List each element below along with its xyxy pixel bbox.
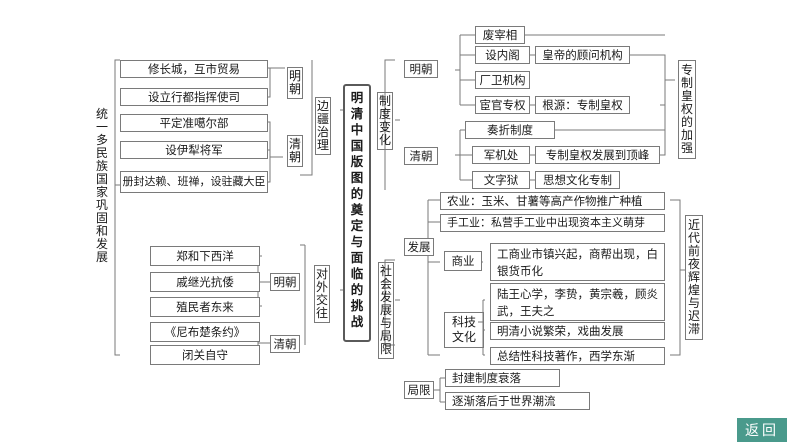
ming-item-5: 宦官专权 bbox=[475, 96, 530, 114]
limit-item-1: 封建制度衰落 bbox=[445, 369, 560, 387]
item-text: 逐渐落后于世界潮流 bbox=[452, 394, 556, 408]
back-button[interactable]: 返回 bbox=[737, 418, 787, 442]
right-system-ming-label: 明朝 bbox=[404, 60, 438, 78]
item-text: 商业 bbox=[451, 254, 475, 268]
commerce-label: 商业 bbox=[444, 251, 482, 271]
item-text: 郑和下西洋 bbox=[176, 249, 234, 263]
item-text: 闭关自守 bbox=[182, 348, 228, 362]
item-text: 清朝 bbox=[409, 149, 433, 163]
item-text: 封建制度衰落 bbox=[452, 371, 521, 385]
item-text: 设立行都指挥使司 bbox=[148, 90, 240, 104]
item-text: 思想文化专制 bbox=[543, 173, 612, 187]
left-border-ming-label: 明 朝 bbox=[287, 67, 303, 99]
left-ming-border-item-2: 设立行都指挥使司 bbox=[120, 88, 268, 106]
item-text: 总结性科技著作，西学东渐 bbox=[497, 349, 635, 363]
scitech-label: 科技 文化 bbox=[444, 312, 484, 348]
item-text: 明朝 bbox=[273, 275, 297, 289]
item-text: 《尼布楚条约》 bbox=[164, 325, 246, 339]
dev-label: 发展 bbox=[404, 238, 434, 256]
left-qing-border-item-3: 册封达赖、班禅，设驻藏大臣 bbox=[120, 171, 268, 193]
item-text: 平定准噶尔部 bbox=[159, 116, 229, 130]
left-foreign-qing-label: 清朝 bbox=[270, 335, 300, 353]
item-text: 设内阁 bbox=[485, 48, 520, 62]
item-text: 奏折制度 bbox=[487, 123, 533, 137]
item-text: 废宰相 bbox=[482, 28, 518, 42]
ming-item-2: 设内阁 bbox=[475, 46, 530, 64]
right-system-label: 制 度 变 化 bbox=[377, 92, 393, 150]
left-qing-border-item-1: 平定准噶尔部 bbox=[120, 114, 268, 132]
left-foreign-ming-label: 明朝 bbox=[270, 273, 300, 291]
right-society-label: 社 会 发 展 与 局 限 bbox=[378, 262, 394, 359]
limit-item-2: 逐渐落后于世界潮流 bbox=[445, 392, 590, 410]
dev-craft: 手工业：私营手工业中出现资本主义萌芽 bbox=[440, 214, 665, 232]
item-text: 明朝 bbox=[409, 62, 433, 76]
scitech-item-3: 总结性科技著作，西学东渐 bbox=[490, 347, 665, 365]
item-text: 明清小说繁荣，戏曲发展 bbox=[497, 324, 624, 338]
item-text: 专制皇权发展到顶峰 bbox=[545, 148, 650, 162]
item-text: 清朝 bbox=[273, 337, 297, 351]
item-text: 设伊犁将军 bbox=[165, 143, 223, 157]
center-title: 明 清 中 国 版 图 的 奠 定 与 面 临 的 挑 战 bbox=[343, 84, 371, 342]
left-qing-border-item-2: 设伊犁将军 bbox=[120, 141, 268, 159]
item-text: 厂卫机构 bbox=[479, 73, 526, 87]
qing-item-4: 文字狱 bbox=[472, 171, 530, 189]
dev-agri: 农业：玉米、甘薯等高产作物推广种植 bbox=[440, 192, 665, 210]
item-text: 皇帝的顾问机构 bbox=[542, 48, 623, 62]
item-text: 宦官专权 bbox=[479, 98, 526, 112]
item-text: 农业：玉米、甘薯等高产作物推广种植 bbox=[447, 194, 643, 208]
left-ming-border-item-1: 修长城，互市贸易 bbox=[120, 60, 268, 78]
left-root-label: 统 一 多 民 族 国 家 巩 固 和 发 展 bbox=[95, 107, 108, 264]
scitech-item-2: 明清小说繁荣，戏曲发展 bbox=[490, 322, 665, 340]
qing-item-1: 奏折制度 bbox=[465, 121, 555, 139]
commerce-text: 工商业市镇兴起，商帮出现，白银货币化 bbox=[490, 243, 665, 281]
limit-label: 局限 bbox=[404, 381, 434, 399]
item-text: 殖民者东来 bbox=[176, 300, 234, 314]
ming-item-3: 皇帝的顾问机构 bbox=[535, 46, 630, 64]
right-system-qing-label: 清朝 bbox=[404, 147, 438, 165]
ming-item-6: 根源：专制皇权 bbox=[535, 96, 630, 114]
item-text: 根源：专制皇权 bbox=[542, 98, 623, 112]
left-ming-foreign-item-1: 郑和下西洋 bbox=[150, 246, 260, 266]
item-text: 戚继光抗倭 bbox=[176, 275, 234, 289]
item-text: 修长城，互市贸易 bbox=[148, 62, 240, 76]
left-border-qing-label: 清 朝 bbox=[287, 135, 303, 167]
item-text: 册封达赖、班禅，设驻藏大臣 bbox=[122, 175, 266, 188]
left-border-label: 边 疆 治 理 bbox=[315, 97, 331, 155]
left-qing-foreign-item-2: 闭关自守 bbox=[150, 345, 260, 365]
item-text: 手工业：私营手工业中出现资本主义萌芽 bbox=[447, 216, 645, 229]
left-qing-foreign-item-1: 《尼布楚条约》 bbox=[150, 322, 260, 342]
item-text: 局限 bbox=[407, 383, 431, 397]
left-foreign-label: 对 外 交 往 bbox=[314, 265, 330, 323]
item-text: 发展 bbox=[407, 240, 431, 254]
ming-item-4: 厂卫机构 bbox=[475, 71, 530, 89]
qing-item-3: 专制皇权发展到顶峰 bbox=[535, 146, 660, 164]
item-text: 军机处 bbox=[483, 148, 519, 162]
right-system-root: 专 制 皇 权 的 加 强 bbox=[678, 60, 696, 159]
left-ming-foreign-item-2: 戚继光抗倭 bbox=[150, 272, 260, 292]
right-society-root: 近 代 前 夜 辉 煌 与 迟 滞 bbox=[685, 215, 703, 340]
scitech-item-1: 陆王心学，李贽，黄宗羲，顾炎武，王夫之 bbox=[490, 283, 665, 321]
item-text: 文字狱 bbox=[483, 173, 519, 187]
ming-item-1: 废宰相 bbox=[475, 26, 525, 44]
qing-item-2: 军机处 bbox=[472, 146, 530, 164]
left-ming-foreign-item-3: 殖民者东来 bbox=[150, 297, 260, 317]
qing-item-5: 思想文化专制 bbox=[535, 171, 620, 189]
